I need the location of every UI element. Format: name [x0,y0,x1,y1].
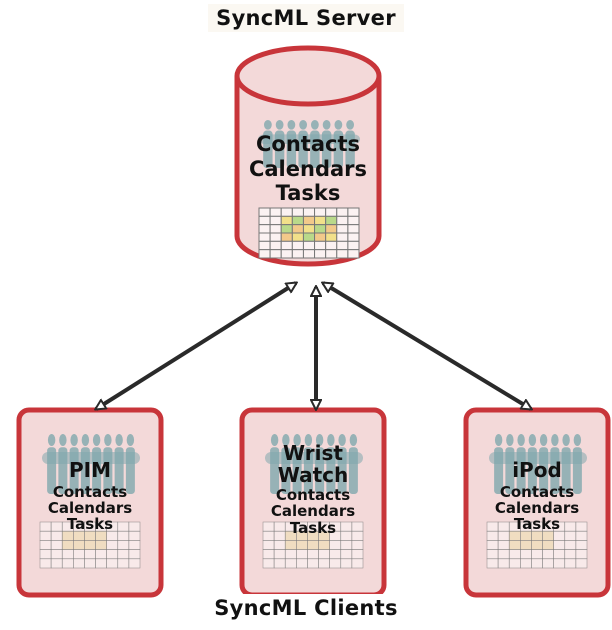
clients-title: SyncML Clients [0,594,612,622]
server-item-calendars: Calendars [248,156,368,181]
device-item-tasks: Tasks [66,514,114,533]
device-item-tasks: Tasks [513,514,561,533]
device-item-calendars: Calendars [270,502,356,521]
watch-people-icon [265,434,363,494]
server-title: SyncML Server [0,4,612,32]
device-item-calendars: Calendars [47,498,133,517]
watch-label-group: Wrist Watch Contacts Calendars Tasks [242,441,384,537]
watch-calendar-grid-icon [262,521,364,569]
server-data-list: Contacts Calendars Tasks [238,132,378,206]
client-device-wrist-watch [239,407,387,598]
device-item-contacts: Contacts [499,482,575,501]
device-item-tasks: Tasks [289,518,337,537]
ipod-calendar-grid-icon [486,521,588,569]
device-name: PIM [68,458,111,482]
client-device-ipod [463,407,611,598]
sync-arrow-ipod [323,281,531,411]
pim-calendar-grid-icon [39,521,141,569]
device-name-line-1: Wrist [283,441,343,465]
pim-people-icon [42,434,140,494]
device-item-contacts: Contacts [275,486,351,505]
server-item-tasks: Tasks [275,181,341,206]
server-people-icon [258,120,360,168]
sync-arrow-pim [96,283,296,409]
device-item-calendars: Calendars [494,498,580,517]
device-name-line-2: Watch [277,462,349,487]
device-name: iPod [512,458,562,482]
ipod-label-group: iPod Contacts Calendars Tasks [466,458,608,533]
pim-label-group: PIM Contacts Calendars Tasks [19,458,161,533]
server-calendar-grid-icon [258,207,360,259]
ipod-people-icon [489,434,587,494]
client-device-pim [16,407,164,598]
device-item-contacts: Contacts [52,482,128,501]
server-database-cylinder [234,45,382,267]
server-item-contacts: Contacts [256,132,360,156]
